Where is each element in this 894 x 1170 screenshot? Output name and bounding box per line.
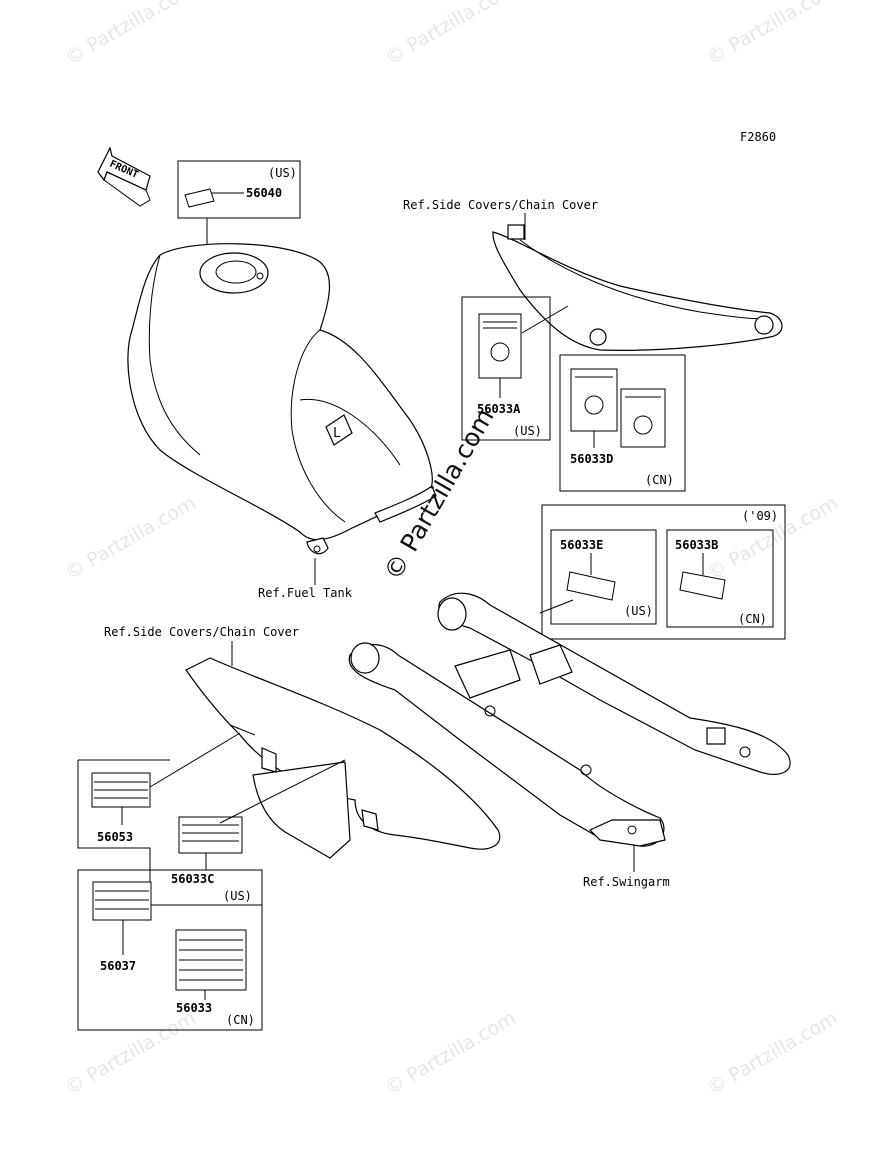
watermark: © Partzilla.com <box>704 1007 842 1099</box>
warning-decal <box>620 388 666 448</box>
fuel-tank: L <box>127 243 437 585</box>
watermark: © Partzilla.com <box>382 0 520 69</box>
part-number: 56033 <box>176 1001 212 1015</box>
region-tag: (CN) <box>738 612 767 626</box>
part-number: 56033E <box>560 538 603 552</box>
small-decal <box>184 188 215 208</box>
part-number: 56033B <box>675 538 718 552</box>
stripe-decal <box>92 881 152 921</box>
watermark: © Partzilla.com <box>62 0 200 69</box>
callout-56040: (US) 56040 <box>177 160 301 248</box>
part-number: 56037 <box>100 959 136 973</box>
region-tag: (US) <box>624 604 653 618</box>
chain-cover <box>185 657 501 859</box>
part-number: 56040 <box>246 186 282 200</box>
region-tag: (US) <box>268 166 297 180</box>
warning-decal <box>478 313 522 379</box>
ref-side-covers-left: Ref.Side Covers/Chain Cover <box>104 625 299 639</box>
callout-09: ('09) 56033E (US) 56033B (CN) <box>539 504 786 640</box>
watermark: © Partzilla.com <box>62 1007 200 1099</box>
ref-side-covers-top: Ref.Side Covers/Chain Cover <box>403 198 598 212</box>
callout-56037-56033: 56037 56033 (CN) <box>77 869 263 1031</box>
stripe-decal <box>178 816 243 854</box>
year-tag: ('09) <box>742 509 778 523</box>
watermark: © Partzilla.com <box>382 1007 520 1099</box>
part-number: 56033A <box>477 402 521 416</box>
part-number: 56053 <box>97 830 133 844</box>
warning-decal <box>570 368 618 432</box>
figure-id: F2860 <box>740 130 776 144</box>
part-number: 56033C <box>171 872 214 886</box>
plain-decal <box>679 571 726 600</box>
region-tag: (CN) <box>226 1013 255 1027</box>
watermark: © Partzilla.com <box>704 492 842 584</box>
part-number: 56033D <box>570 452 613 466</box>
callout-56033a: 56033A (US) <box>461 296 569 441</box>
region-tag: (US) <box>513 424 542 438</box>
region-tag: (US) <box>223 889 252 903</box>
tank-badge-l: L <box>333 426 341 441</box>
swingarm <box>348 592 791 872</box>
callout-56053-56033c: 56053 56033C (US) <box>77 732 346 906</box>
side-cover-right <box>492 224 783 351</box>
ref-fuel-tank: Ref.Fuel Tank <box>258 586 353 600</box>
watermark: © Partzilla.com <box>704 0 842 69</box>
callout-56033d: 56033D (CN) <box>559 354 686 492</box>
plain-decal <box>566 571 616 601</box>
front-arrow-icon: FRONT <box>97 146 151 207</box>
region-tag: (CN) <box>645 473 674 487</box>
watermark: © Partzilla.com <box>62 492 200 584</box>
ref-swingarm: Ref.Swingarm <box>583 875 670 889</box>
